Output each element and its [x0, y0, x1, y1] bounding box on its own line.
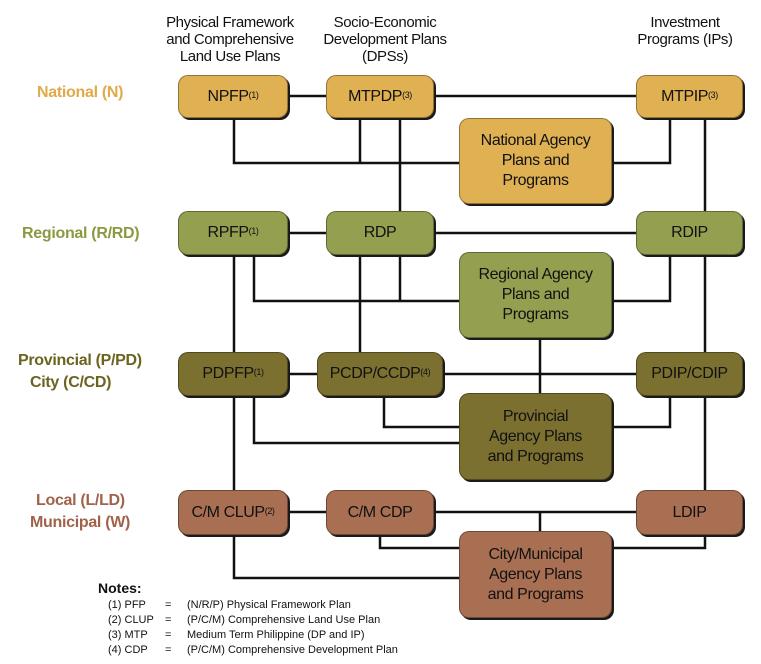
- level-provincial-line: Provincial (P/PD): [18, 352, 142, 369]
- note-abbr: (4) CDP: [108, 644, 148, 656]
- note-ref: (4): [420, 367, 431, 377]
- box-label: RDP: [363, 224, 397, 241]
- box-cm-clup: C/M CLUP(2): [178, 490, 288, 535]
- note-item: (3) MTP = Medium Term Philippine (DP and I…: [98, 628, 398, 643]
- box-label: MTPDP: [348, 87, 403, 105]
- box-ldip: LDIP: [636, 490, 743, 535]
- level-municipal-line: Municipal (W): [30, 514, 131, 531]
- line-ldip-city-agency: [612, 535, 707, 550]
- agency-line: and Programs: [487, 585, 584, 603]
- note-ref: (3): [402, 89, 412, 100]
- box-mtpdp: MTPDP(3): [326, 75, 434, 118]
- box-label: C/M CDP: [347, 503, 413, 521]
- box-rdp: RDP: [326, 211, 434, 255]
- box-rdip: RDIP: [636, 211, 743, 255]
- agency-line: City/Municipal: [488, 545, 583, 563]
- note-ref: (1): [248, 89, 259, 100]
- agency-line: and Programs: [487, 447, 584, 465]
- level-national: National (N): [37, 84, 124, 101]
- level-city-line: City (C/CD): [30, 374, 112, 391]
- header-investment-programs: Investment Programs (IPs): [615, 14, 755, 48]
- box-label: MTPIP: [661, 87, 709, 105]
- line-cdp-city-agency: [378, 535, 459, 550]
- box-national-agency: National Agency Plans and Programs: [459, 118, 612, 204]
- box-npfp: NPFP(1): [178, 75, 288, 118]
- box-label: PDPFP: [202, 365, 254, 382]
- header-socio-economic: Socio-Economic Development Plans (DPSs): [305, 14, 465, 65]
- agency-line: Provincial: [502, 407, 569, 425]
- note-eq: =: [165, 614, 172, 626]
- header-line: Development Plans: [323, 31, 447, 48]
- note-ref: (2): [264, 505, 275, 516]
- level-local: Local (L/LD) Municipal (W): [30, 490, 130, 534]
- note-eq: =: [165, 629, 172, 641]
- agency-line: Programs: [502, 172, 569, 189]
- line-mtpip-national-agency: [612, 118, 672, 165]
- level-regional: Regional (R/RD): [22, 225, 140, 242]
- line-npfp-national-agency: [232, 118, 459, 165]
- box-label: LDIP: [672, 503, 707, 521]
- agency-line: Plans and: [501, 286, 570, 303]
- header-line: Land Use Plans: [179, 48, 281, 65]
- box-label: NPFP: [207, 87, 249, 105]
- note-item: (2) CLUP = (P/C/M) Comprehensive Land Use …: [98, 613, 398, 628]
- header-line: Programs (IPs): [637, 31, 733, 48]
- header-line: and Comprehensive: [166, 31, 294, 48]
- box-label: C/M CLUP: [191, 503, 265, 521]
- box-pdip-cdip: PDIP/CDIP: [636, 352, 743, 396]
- box-city-municipal-agency: City/Municipal Agency Plans and Programs: [459, 531, 612, 618]
- box-regional-agency: Regional Agency Plans and Programs: [459, 252, 612, 338]
- box-cm-cdp: C/M CDP: [326, 490, 434, 535]
- header-line: Investment: [650, 14, 720, 31]
- agency-line: Plans and: [501, 152, 570, 169]
- line-rpfp-regional-agency: [252, 255, 459, 303]
- line-pdip-provincial-agency: [612, 396, 672, 429]
- box-mtpip: MTPIP(3): [636, 75, 743, 118]
- box-label: PDIP/CDIP: [651, 365, 728, 382]
- line-pdpfp-provincial-agency: [252, 396, 459, 445]
- box-pdpfp: PDPFP(1): [178, 352, 288, 396]
- note-eq: =: [165, 599, 172, 611]
- note-ref: (1): [253, 367, 264, 377]
- line-rdip-regional-agency: [612, 255, 672, 303]
- note-def: Medium Term Philippine (DP and IP): [187, 629, 365, 641]
- note-def: (P/C/M) Comprehensive Land Use Plan: [187, 614, 381, 626]
- note-item: (1) PFP = (N/R/P) Physical Framework Plan: [98, 598, 398, 613]
- level-local-line: Local (L/LD): [36, 492, 125, 509]
- box-rpfp: RPFP(1): [178, 211, 288, 255]
- agency-line: Regional Agency: [478, 266, 593, 283]
- line-pcdp-provincial-agency: [382, 396, 459, 429]
- note-item: (4) CDP = (P/C/M) Comprehensive Developmen…: [98, 643, 398, 658]
- line-clup-city-agency: [232, 535, 459, 580]
- agency-line: Agency Plans: [488, 565, 583, 583]
- agency-line: National Agency: [480, 132, 591, 149]
- box-label: RPFP: [207, 224, 249, 241]
- agency-line: Programs: [502, 306, 569, 323]
- header-line: Socio-Economic: [333, 14, 437, 31]
- box-label: PCDP/CCDP: [329, 365, 421, 382]
- level-provincial: Provincial (P/PD) City (C/CD): [18, 350, 142, 394]
- note-def: (P/C/M) Comprehensive Development Plan: [187, 644, 398, 656]
- box-pcdp-ccdp: PCDP/CCDP(4): [317, 352, 443, 396]
- notes: Notes: (1) PFP = (N/R/P) Physical Framewor…: [98, 580, 398, 658]
- header-line: (DPSs): [362, 48, 408, 65]
- agency-line: Agency Plans: [488, 427, 583, 445]
- notes-title: Notes:: [98, 580, 142, 596]
- box-provincial-agency: Provincial Agency Plans and Programs: [459, 393, 612, 480]
- note-ref: (1): [248, 226, 259, 236]
- header-line: Physical Framework: [166, 14, 294, 31]
- note-abbr: (3) MTP: [108, 629, 148, 641]
- note-eq: =: [165, 644, 172, 656]
- box-label: RDIP: [671, 224, 708, 241]
- note-abbr: (2) CLUP: [108, 614, 154, 626]
- note-def: (N/R/P) Physical Framework Plan: [187, 599, 351, 611]
- note-ref: (3): [708, 89, 718, 100]
- header-physical-framework: Physical Framework and Comprehensive Lan…: [150, 14, 310, 65]
- note-abbr: (1) PFP: [108, 599, 146, 611]
